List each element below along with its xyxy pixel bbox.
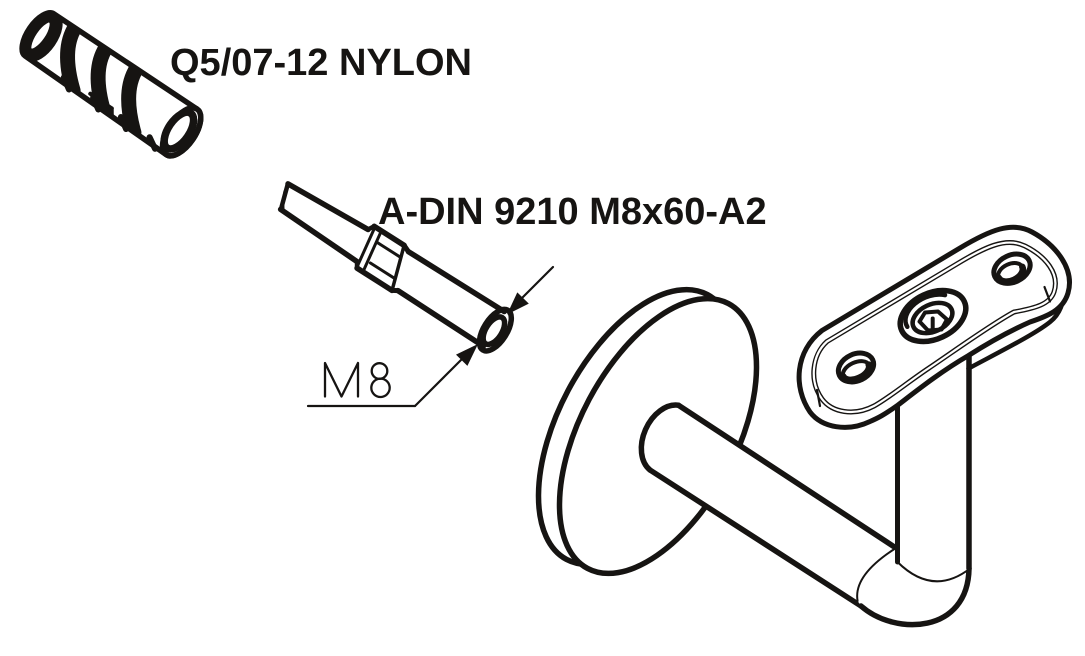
svg-text:Q5/07-12 NYLON: Q5/07-12 NYLON xyxy=(170,42,472,84)
svg-text:A-DIN 9210 M8x60-A2: A-DIN 9210 M8x60-A2 xyxy=(378,191,767,233)
